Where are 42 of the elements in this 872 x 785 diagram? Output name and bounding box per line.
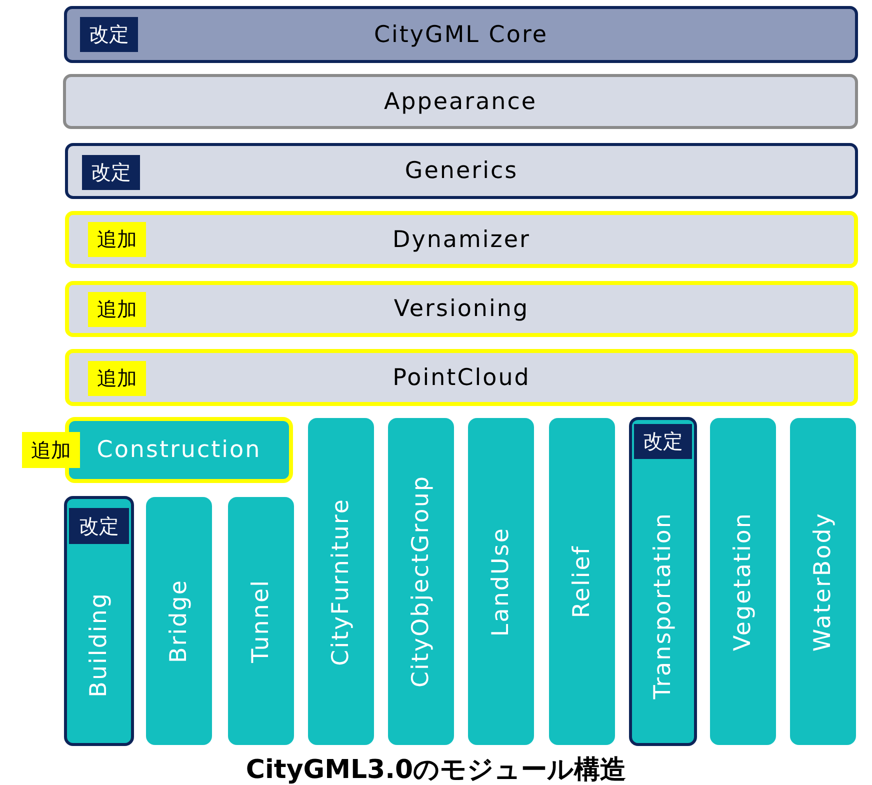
- module-box: [65, 349, 858, 406]
- module-label: LandUse: [488, 526, 514, 636]
- module-label: WaterBody: [810, 512, 836, 652]
- status-badge: 改定: [69, 508, 129, 544]
- module-label: Dynamizer: [392, 226, 530, 252]
- module-label: Transportation: [650, 512, 676, 700]
- module-label: Construction: [96, 437, 262, 463]
- status-badge: 改定: [82, 155, 140, 190]
- module-label: CityObjectGroup: [408, 475, 434, 688]
- status-badge: 改定: [80, 17, 138, 52]
- module-label: Building: [86, 592, 112, 698]
- module-label: Bridge: [166, 579, 192, 663]
- module-label: Appearance: [384, 88, 538, 114]
- module-label: CityFurniture: [328, 498, 354, 666]
- module-box: [468, 418, 534, 745]
- module-label: Relief: [569, 544, 595, 618]
- module-box: [549, 418, 615, 745]
- module-box: [63, 74, 858, 129]
- status-badge: 改定: [634, 424, 692, 459]
- status-badge: 追加: [88, 222, 146, 257]
- module-box: [308, 418, 374, 745]
- module-box: [64, 6, 858, 63]
- status-badge: 追加: [22, 432, 80, 468]
- module-label: Generics: [404, 158, 518, 184]
- module-label: Vegetation: [730, 512, 756, 652]
- module-box: [65, 211, 858, 268]
- module-box: [146, 497, 212, 745]
- module-box: [65, 281, 858, 337]
- module-box: [388, 418, 454, 745]
- module-label: Versioning: [394, 296, 530, 322]
- module-box: [629, 417, 697, 746]
- module-label: PointCloud: [392, 364, 530, 390]
- caption: CityGML3.0のモジュール構造: [244, 754, 628, 785]
- module-box: [65, 143, 858, 199]
- module-box: [710, 418, 776, 745]
- module-label: CityGML Core: [374, 22, 548, 48]
- status-badge: 追加: [88, 292, 146, 327]
- module-box: [64, 496, 134, 746]
- module-label: Tunnel: [248, 579, 274, 663]
- module-box: [228, 497, 294, 745]
- module-box: [790, 418, 856, 745]
- status-badge: 追加: [88, 361, 146, 396]
